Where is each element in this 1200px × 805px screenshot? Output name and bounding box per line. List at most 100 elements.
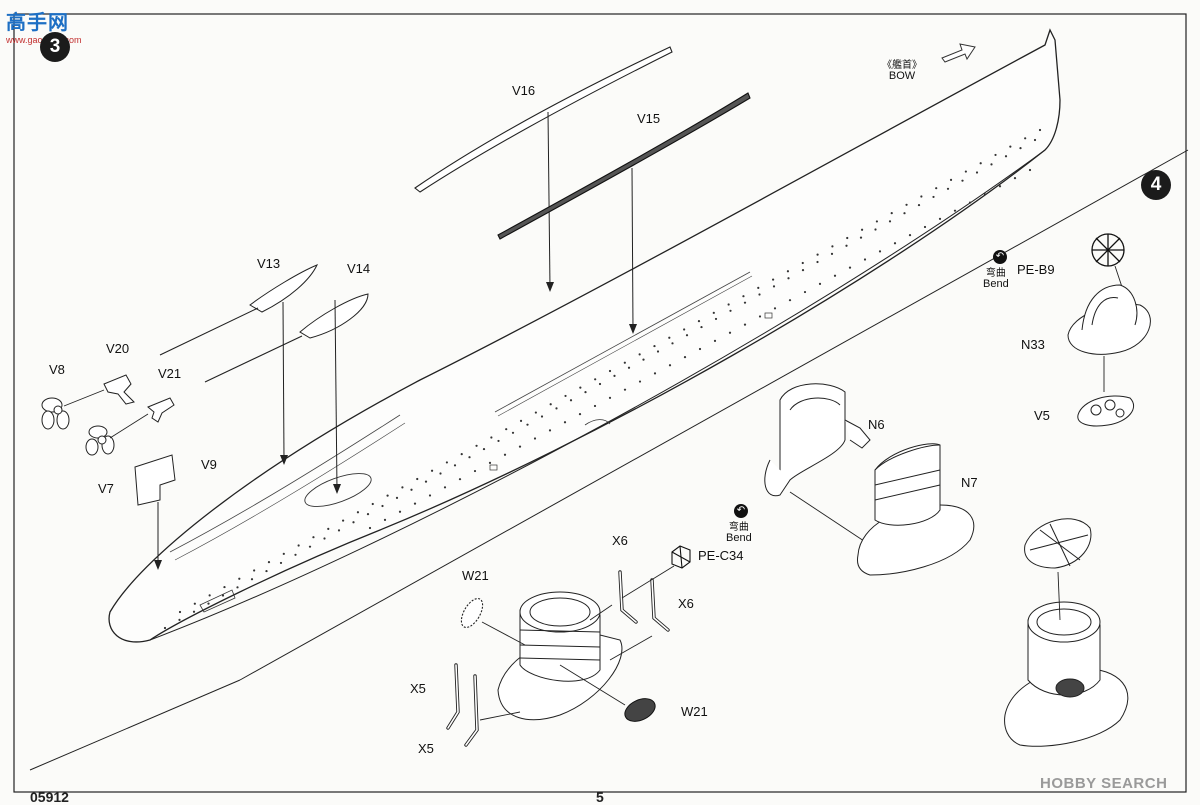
hull-rivet [803,290,807,294]
hull-rivet [371,502,374,506]
sail-groove [169,414,401,553]
v9-arrowhead [154,560,162,570]
hull-rivet [668,364,672,367]
hull-rivet [728,331,732,334]
v13-rod [159,307,259,356]
label-n33: N33 [1021,337,1045,352]
hull-rivet [352,521,355,524]
hull-rivet [700,325,703,329]
step-4-badge: 4 [1141,170,1171,200]
hull-keel-line [149,149,1046,641]
hull-rivet [1004,155,1008,158]
hull-rivet [337,529,341,532]
hull-rivet [671,342,674,345]
part-v16 [414,46,673,193]
hull-rivet [236,586,239,589]
hull-rivet [623,388,627,391]
hull-rivet [627,366,631,369]
hull-rivet [638,353,641,356]
hull-rivet [608,396,612,399]
hull-rivet [488,461,492,465]
hull-rivet [920,195,923,198]
hull-rivet [772,278,775,281]
label-n7: N7 [961,475,978,490]
hull-rivet [294,553,297,556]
v13-arrow [282,301,285,461]
hull-rivet [265,569,268,573]
part-x6-a-inner [619,571,637,623]
part-v9 [134,454,176,506]
hull-rivet [445,461,448,464]
bend-label-top: 弯曲 Bend [983,268,1009,290]
hull-rivet [282,552,285,555]
hull-rivet [653,372,657,375]
hull-rivet [888,220,892,223]
part-v7 [85,425,115,456]
bend-icon-middle: ↶ [734,504,748,518]
hull-rivet [878,250,882,253]
hull-vent [489,464,498,471]
x6-arrow-a [589,604,613,621]
bow-label: 《艦首》 BOW [882,60,922,82]
hull-rivet [578,412,582,416]
hull-rivet [787,277,790,280]
hull-rivet [460,453,463,456]
hull-rivet [238,577,241,580]
part-v15 [497,92,751,240]
hull-rivet [584,391,587,394]
hull-rivet [540,415,544,418]
hull-rivet [163,626,167,630]
hull-rivet [579,386,582,389]
label-pe-c34: PE-C34 [698,548,744,563]
hull-rivet [874,228,877,231]
step-3-badge: 3 [40,32,70,62]
part-n7 [857,443,975,576]
hull-rivet [178,618,181,621]
hull-rivet [786,270,790,273]
hull-rivet [279,561,283,565]
label-w21-bottom: W21 [681,704,708,719]
hull-rivet [475,444,478,447]
deck-groove-2 [497,275,753,417]
hull-rivet [859,236,863,239]
hull-rivet [875,220,878,223]
hull-rivet [416,477,419,481]
part-dome-housing [1004,518,1129,747]
part-v20 [103,374,135,405]
hull-rivet [381,504,384,508]
hull-rivet [830,252,834,255]
bow-chinese: 《艦首》 [882,60,922,71]
hull-rivet [893,242,897,245]
hull-rivet [623,361,626,364]
hull-rivet [323,537,326,540]
w21-bottom-arrow [559,664,626,706]
label-n6: N6 [868,417,885,432]
hull-rivet [386,494,389,497]
hull-rivet [608,369,612,373]
hull-rivet [1038,128,1042,132]
hull-rivet [598,382,602,386]
part-pe-b9 [1091,233,1125,267]
hull-rivet [848,266,852,269]
hull-rivet [505,428,508,431]
hull-rivet [511,431,515,434]
hull-outline [108,28,1061,643]
hull-rivet [946,187,950,190]
hull-rivet [193,602,196,605]
hull-rivet [714,317,718,321]
hull-rivet [685,334,689,337]
part-n6 [764,383,871,497]
hull-rivet [468,456,471,459]
hull-rivet [656,350,660,353]
hull-rivet [178,610,182,614]
label-v7: V7 [98,481,114,496]
hull-rivet [831,245,834,248]
hull-rivet [518,445,522,448]
hull-rivet [308,545,312,548]
part-v5 [1077,395,1135,427]
bow-arrow [941,43,976,63]
bow-english: BOW [888,70,916,82]
label-pe-b9: PE-B9 [1017,262,1055,277]
x6-arrow-b [609,635,653,661]
